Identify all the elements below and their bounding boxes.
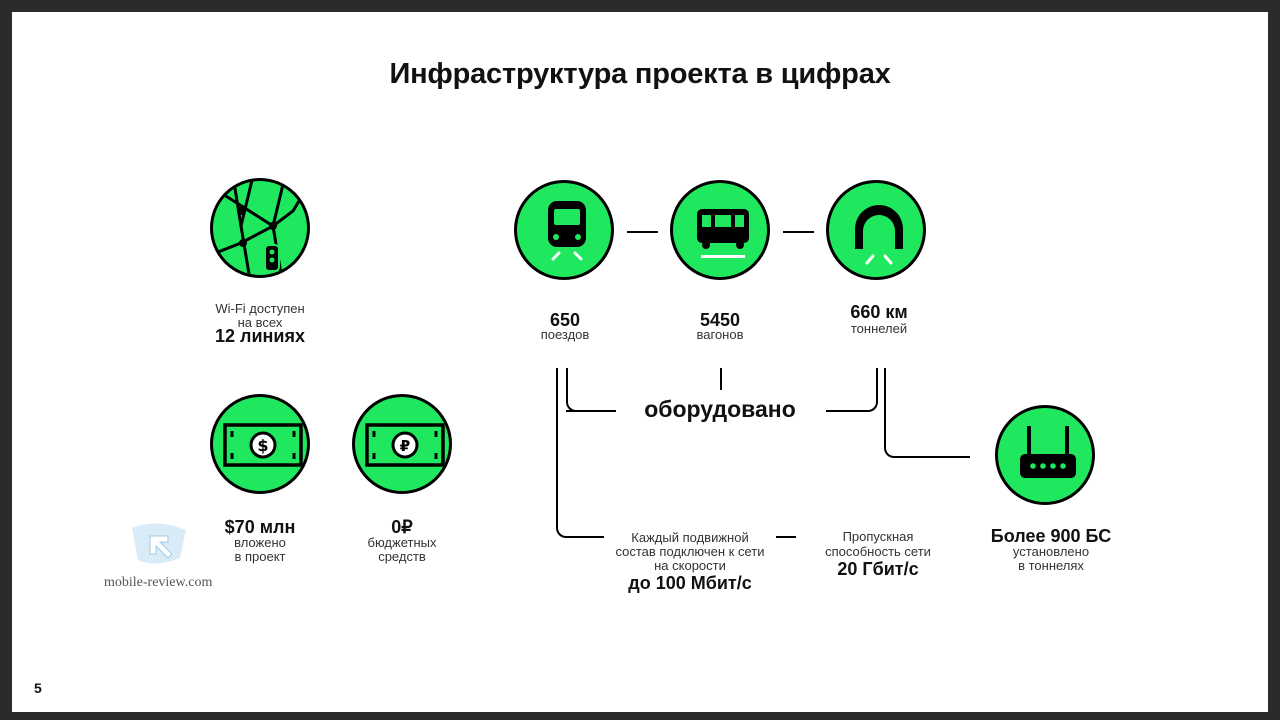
budget-line2: средств [378,549,426,564]
speed-line3: на скорости [654,558,726,573]
connector [627,231,658,233]
router-icon [995,405,1095,505]
bandwidth-line2: способность сети [825,544,931,559]
watermark-logo [128,520,190,577]
speed-line1: Каждый подвижной [631,530,749,545]
bracket-corner [556,525,570,538]
bracket-line [566,368,568,402]
bracket-line [896,456,970,458]
bracket-line [568,536,604,538]
page-number: 5 [34,680,42,696]
bracket-line [720,368,722,390]
equipped-label: оборудовано [644,396,796,422]
cars-label: вагонов [696,327,744,342]
bandwidth-line1: Пропускная [842,529,914,544]
bracket-corner [566,401,580,412]
train-front-icon [514,180,614,280]
stations-value: Более 900 БС [990,526,1112,546]
bracket-line [826,410,866,412]
investment-line1: вложено [234,535,286,550]
wifi-line1: Wi-Fi доступен [215,301,305,316]
tunnels-label: тоннелей [850,321,908,336]
budget-value: 0₽ [391,517,413,537]
trains-label: поездов [540,327,590,342]
investment-line2: в проект [234,549,286,564]
connector [783,231,814,233]
bracket-line [776,536,796,538]
tunnel-icon [826,180,926,280]
tunnels-value: 660 км [850,302,908,322]
speed-value: до 100 Мбит/с [628,573,752,593]
bracket-line [566,410,616,412]
stations-line1: установлено [1012,544,1090,559]
bracket-corner [884,446,898,458]
dollar-banknote-icon: $ [210,394,310,494]
budget-line1: бюджетных [367,535,437,550]
stations-line2: в тоннелях [1018,558,1084,573]
wifi-value: 12 линиях [215,326,305,346]
bracket-line [884,368,886,448]
speed-line2: состав подключен к сети [615,544,765,559]
investment-value: $70 млн [224,517,296,537]
bandwidth-value: 20 Гбит/с [837,559,919,579]
ruble-banknote-icon: ₽ [352,394,452,494]
bracket-line [876,368,878,402]
train-car-icon [670,180,770,280]
cars-value: 5450 [699,310,741,330]
svg-text:$: $ [257,436,268,455]
metro-map-icon [210,178,310,278]
trains-value: 650 [549,310,581,330]
slide [12,12,1268,712]
bracket-line [556,368,558,527]
watermark-text: mobile-review.com [104,575,213,590]
page-title: Инфраструктура проекта в цифрах [389,58,891,90]
svg-text:₽: ₽ [400,437,410,455]
wifi-line2: на всех [237,315,283,330]
